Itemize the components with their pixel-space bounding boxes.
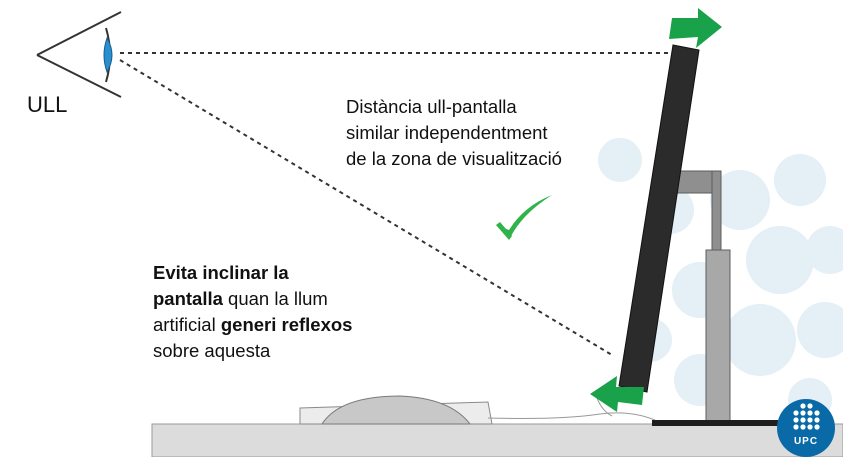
upc-logo-icon (777, 399, 835, 457)
advice-text: artificial (153, 314, 221, 335)
distance-note-line: Distància ull-pantalla (346, 96, 517, 117)
eye-icon (36, 11, 122, 98)
eye-label: ULL (27, 92, 68, 117)
advice-text: sobre aquesta (153, 340, 271, 361)
keyboard-icon (299, 391, 656, 425)
advice-bold-text: pantalla (153, 288, 223, 309)
monitor-stand (652, 170, 778, 426)
monitor-icon (618, 44, 700, 393)
tilt-arrow-down-icon (590, 376, 644, 412)
advice-text: quan la llum (222, 288, 328, 309)
desk (151, 423, 843, 457)
advice-bold-text: Evita inclinar la (153, 262, 289, 283)
advice-bold-text: generi reflexos (220, 314, 353, 335)
upc-logo-text: UPC (793, 436, 819, 447)
tilt-advice: Evita inclinar la pantalla quan la llum … (153, 260, 352, 364)
sight-lines (119, 52, 670, 356)
distance-note: Distància ull-pantalla similar independe… (346, 94, 562, 172)
checkmark-icon (496, 195, 552, 240)
distance-note-line: de la zona de visualització (346, 148, 562, 169)
tilt-arrow-up-icon (669, 8, 722, 48)
distance-note-line: similar independentment (346, 122, 548, 143)
